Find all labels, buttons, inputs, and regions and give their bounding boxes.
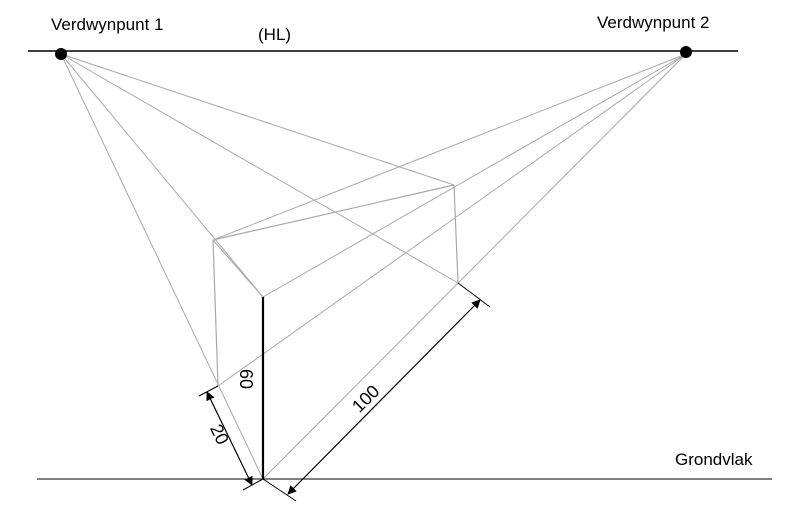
construction-line (217, 53, 687, 387)
dimension-label-depth: 20 (206, 421, 233, 448)
box-edge-top-left (212, 239, 264, 298)
dimension-extension-line (242, 478, 264, 491)
dimension-extension-line (457, 282, 491, 308)
construction-line (60, 53, 459, 284)
construction-lines-vp1 (60, 53, 459, 480)
construction-lines-vp2 (212, 53, 687, 480)
box-edge-top-back (212, 184, 455, 241)
vanishing-point-2-dot (680, 46, 692, 58)
vanishing-point-2-label: Verdwynpunt 2 (597, 13, 709, 32)
dimension-label-length: 100 (348, 381, 383, 416)
ground-plane-label: Grondvlak (675, 450, 753, 469)
dimension-extension-line (198, 385, 219, 397)
vanishing-point-1-dot (55, 48, 67, 60)
construction-line (60, 53, 264, 480)
dimension-arrow-line (287, 299, 481, 495)
construction-line (262, 53, 687, 298)
construction-line (60, 53, 455, 186)
box-edge-right-vertical (453, 184, 459, 284)
dimension-label-height: 60 (236, 369, 256, 389)
construction-line (60, 53, 264, 298)
vanishing-point-1-label: Verdwynpunt 1 (51, 15, 163, 34)
dimension-extension-line (262, 478, 297, 502)
box-edges (212, 184, 459, 387)
dimension-length: 100 (262, 282, 491, 502)
horizon-line-label: (HL) (258, 25, 291, 44)
construction-line (262, 53, 687, 480)
dimension-arrow-line (206, 391, 253, 486)
construction-line (212, 53, 687, 241)
dimension-depth: 20 (198, 385, 264, 491)
box-edge-left-vertical (212, 239, 219, 387)
